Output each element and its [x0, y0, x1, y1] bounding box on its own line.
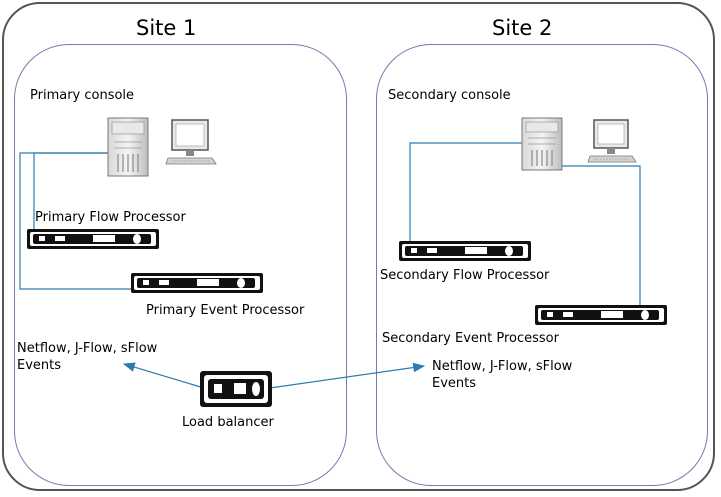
site-2-flow-processor-label: Secondary Flow Processor [380, 268, 550, 283]
site-2-title: Site 2 [492, 16, 553, 40]
site-2-sources-label-line2: Events [432, 376, 477, 391]
site-2-box [376, 44, 708, 486]
site-1-sources-label-line2: Events [17, 358, 62, 373]
site-1-console-label: Primary console [30, 88, 135, 103]
load-balancer-label: Load balancer [182, 415, 274, 430]
site-1-title: Site 1 [136, 16, 197, 40]
site-2-sources-label-line1: Netflow, J-Flow, sFlow [432, 359, 573, 374]
site-1-box [14, 44, 347, 486]
desktop-monitor-icon [587, 119, 637, 163]
site-1-sources-label-line1: Netflow, J-Flow, sFlow [17, 341, 158, 356]
rack-appliance-icon [535, 305, 667, 325]
rack-appliance-icon [131, 273, 263, 293]
rack-appliance-icon [399, 241, 531, 261]
arrow-to-site-2-sources [269, 362, 426, 389]
console-to-flow-processor-line-2 [409, 142, 522, 245]
console-to-event-processor-line-2 [560, 165, 641, 308]
arrow-to-site-1-sources [122, 362, 205, 389]
load-balancer-icon [200, 371, 272, 407]
site-2-connectors [409, 142, 641, 308]
site-2-event-processor-label: Secondary Event Processor [382, 331, 559, 346]
site-1-flow-processor-label: Primary Flow Processor [35, 210, 186, 225]
desktop-monitor-icon [165, 119, 217, 165]
server-tower-icon [107, 117, 149, 177]
rack-appliance-icon [27, 229, 159, 249]
console-to-event-processor-line-1 [19, 152, 134, 290]
server-tower-icon [521, 117, 563, 171]
site-2-console-label: Secondary console [388, 88, 511, 103]
site-1-event-processor-label: Primary Event Processor [146, 303, 305, 318]
site-1-connectors [19, 152, 134, 290]
